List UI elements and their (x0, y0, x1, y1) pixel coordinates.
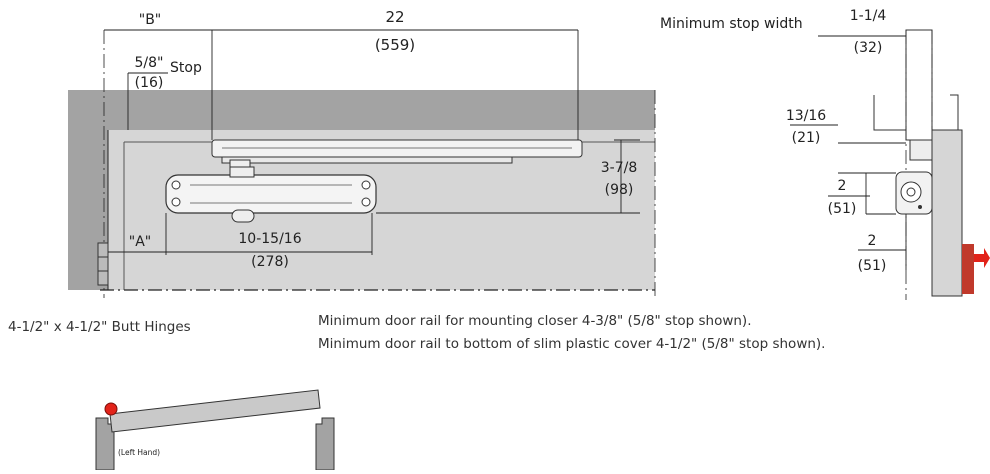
dim-a-label: "A" (129, 234, 151, 250)
door-swing-arrow-icon (962, 244, 990, 294)
handing-plan-diagram: (Left Hand) (95, 389, 335, 471)
side-section-view: Minimum stop width 1-1/4 (32) (660, 8, 990, 300)
rail-min-note: Minimum door rail for mounting closer 4-… (318, 313, 752, 329)
side-stop-width: 1-1/4 (850, 8, 887, 24)
dim-body-length: 10-15/16 (238, 231, 301, 247)
side-top-offset: 13/16 (786, 108, 826, 124)
hinges-note: 4-1/2" x 4-1/2" Butt Hinges (8, 319, 191, 335)
dim-arm-length: 22 (385, 8, 404, 26)
side-mid-height-mm: (51) (828, 201, 857, 217)
dim-bracket-offset: 3-7/8 (601, 160, 638, 176)
side-top-offset-mm: (21) (792, 130, 821, 146)
side-mid-height: 2 (838, 178, 847, 194)
dim-arm-length-mm: (559) (375, 36, 415, 54)
dimension-lines (104, 29, 640, 255)
dim-b-label: "B" (139, 12, 161, 28)
dim-stop-width: 5/8" (135, 55, 164, 71)
hinge-pivot-icon (104, 402, 118, 416)
closer-body (165, 166, 377, 223)
dim-stop-word: Stop (170, 60, 202, 76)
butt-hinge (97, 242, 109, 286)
side-stop-width-mm: (32) (854, 40, 883, 56)
side-closer (895, 139, 933, 215)
hand-label: (Left Hand) (118, 448, 160, 457)
side-door (931, 129, 963, 297)
dim-bracket-offset-mm: (98) (605, 182, 634, 198)
side-title: Minimum stop width (660, 16, 803, 32)
side-bottom-depth: 2 (868, 233, 877, 249)
side-bottom-depth-mm: (51) (858, 258, 887, 274)
rail-cover-note: Minimum door rail to bottom of slim plas… (318, 336, 826, 352)
door-leaf (109, 389, 321, 433)
dim-stop-width-mm: (16) (135, 75, 164, 91)
dim-body-length-mm: (278) (251, 254, 289, 270)
front-elevation: "B" 22 (559) 5/8" Stop (16) 3-7/8 (98) "… (68, 8, 656, 298)
right-jamb (315, 417, 335, 471)
